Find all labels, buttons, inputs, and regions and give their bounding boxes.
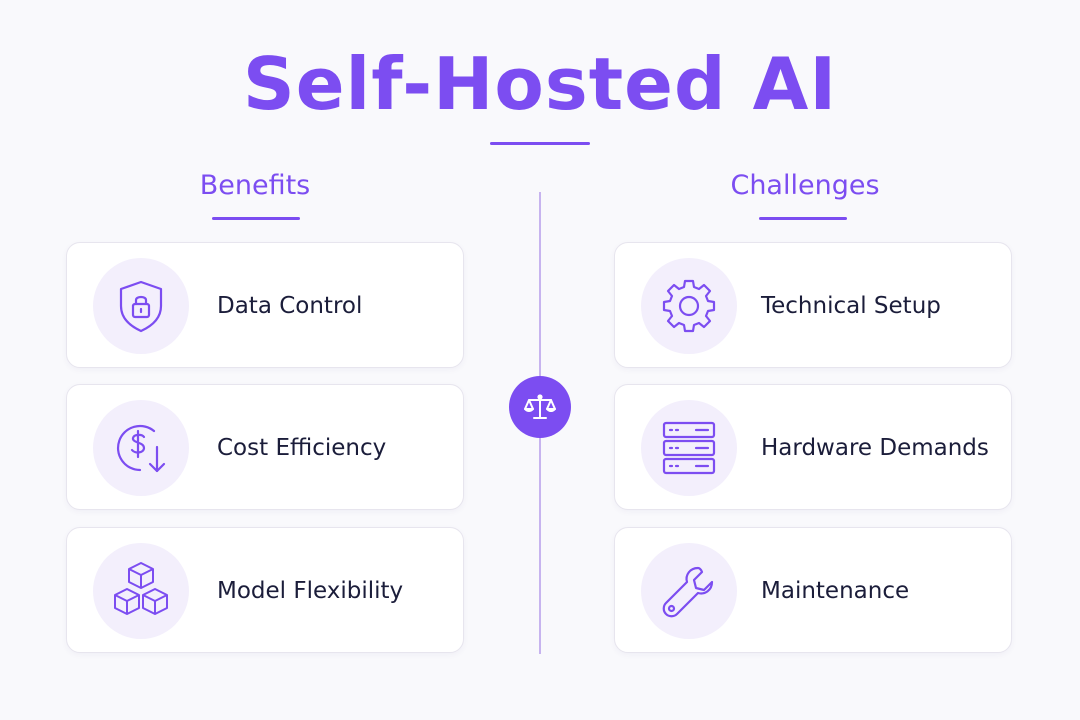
title-underline	[490, 142, 590, 145]
shield-lock-icon	[119, 280, 163, 333]
challenge-label: Technical Setup	[761, 293, 941, 319]
benefit-icon-circle	[93, 258, 189, 354]
wrench-icon	[662, 566, 714, 618]
benefits-heading: Benefits	[199, 170, 311, 201]
center-badge	[509, 376, 571, 438]
challenge-label: Maintenance	[761, 578, 910, 604]
benefit-label: Data Control	[217, 293, 363, 319]
benefit-icon-circle	[93, 400, 189, 496]
challenge-card-technical-setup: Technical Setup	[614, 242, 1012, 368]
page-title: Self-Hosted AI	[242, 42, 838, 126]
challenges-heading: Challenges	[730, 170, 880, 201]
dollar-down-icon	[116, 424, 166, 473]
benefit-card-model-flexibility: Model Flexibility	[66, 527, 464, 653]
benefit-label: Model Flexibility	[217, 578, 404, 604]
cubes-icon	[114, 562, 168, 615]
challenge-icon-circle	[641, 543, 737, 639]
challenge-icon-circle	[641, 400, 737, 496]
gear-icon	[662, 279, 716, 333]
challenge-icon-circle	[641, 258, 737, 354]
benefits-heading-underline	[212, 217, 300, 220]
challenge-card-maintenance: Maintenance	[614, 527, 1012, 653]
challenge-label: Hardware Demands	[761, 435, 989, 461]
benefit-card-cost-efficiency: Cost Efficiency	[66, 384, 464, 510]
balance-scale-icon	[524, 394, 556, 419]
challenges-heading-underline	[759, 217, 847, 220]
benefit-icon-circle	[93, 543, 189, 639]
benefit-label: Cost Efficiency	[217, 435, 387, 461]
server-icon	[662, 421, 716, 475]
benefit-card-data-control: Data Control	[66, 242, 464, 368]
challenge-card-hardware-demands: Hardware Demands	[614, 384, 1012, 510]
